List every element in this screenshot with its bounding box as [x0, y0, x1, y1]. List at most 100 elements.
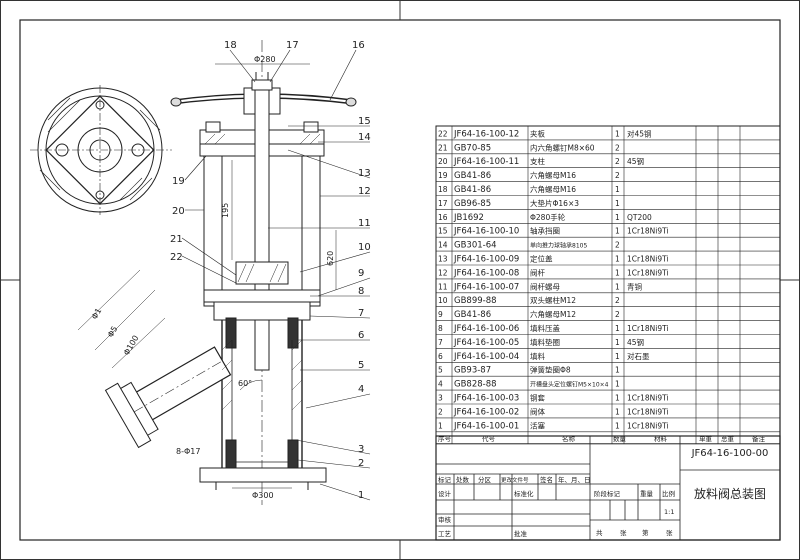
bom-cell-code: JF64-16-100-06 [453, 324, 519, 334]
bom-cell-qty: 2 [615, 143, 620, 152]
bom-header-material: 材料 [654, 434, 668, 443]
bom-cell-qty: 1 [615, 255, 620, 264]
drawing-number: JF64-16-100-00 [691, 448, 769, 459]
bom-cell-qty: 1 [615, 282, 620, 291]
bom-cell-name: Φ280手轮 [530, 212, 566, 222]
sheets-no-a: 第 [642, 528, 649, 537]
bom-cell-code: JB1692 [453, 213, 484, 223]
callout-6: 6 [358, 330, 364, 341]
callout-12: 12 [358, 186, 371, 197]
bom-cell-material: 45钢 [627, 156, 644, 166]
bom-cell-name: 弹簧垫圈Φ8 [530, 365, 571, 375]
bom-cell-name: 阀杆螺母 [530, 281, 560, 291]
bom-header-remark: 备注 [752, 434, 766, 443]
bom-cell-no: 7 [438, 338, 443, 347]
callout-15: 15 [358, 116, 371, 127]
bom-cell-qty: 1 [615, 352, 620, 361]
bom-cell-no: 4 [438, 380, 443, 389]
sheets-total-b: 张 [620, 528, 627, 537]
dim-stem-height: 195 [221, 203, 230, 218]
bom-cell-code: GB96-85 [454, 199, 491, 209]
bom-header-code: 代号 [482, 434, 496, 443]
bom-cell-no: 12 [438, 268, 448, 277]
callout-11: 11 [358, 218, 371, 229]
bom-cell-code: JF64-16-100-05 [453, 338, 519, 348]
bom-cell-no: 9 [438, 310, 443, 319]
bom-cell-qty: 1 [615, 366, 620, 375]
bom-cell-material: QT200 [627, 213, 652, 222]
bom-cell-name: 大垫片Φ16×3 [530, 198, 579, 208]
bom-cell-name: 填料 [530, 351, 545, 361]
bom-cell-code: GB899-88 [454, 296, 497, 306]
bom-cell-name: 内六角螺钉M8×60 [530, 142, 595, 152]
bom-cell-code: JF64-16-100-10 [453, 227, 519, 237]
bom-cell-no: 13 [438, 255, 448, 264]
rev-count: 处数 [456, 475, 470, 484]
callout-1: 1 [358, 490, 364, 501]
bom-header-no: 序号 [438, 434, 452, 443]
process-label: 工艺 [438, 530, 452, 538]
bom-cell-material: 1Cr18Ni9Ti [627, 394, 669, 403]
bom-cell-no: 18 [438, 185, 448, 194]
bom-cell-no: 21 [438, 143, 448, 152]
bom-cell-material: 45钢 [627, 337, 644, 347]
bom-cell-no: 8 [438, 324, 443, 333]
callout-17: 17 [286, 40, 299, 51]
callouts: 18 17 16 15 14 13 12 11 10 9 8 7 6 5 4 3… [170, 40, 371, 501]
bom-cell-qty: 1 [615, 227, 620, 236]
bom-cell-material: 1Cr18Ni9Ti [627, 407, 669, 416]
bom-header-name: 名称 [562, 434, 576, 443]
dim-bottom-left: 8-Φ17 [176, 447, 200, 456]
bom-cell-no: 22 [438, 129, 448, 138]
sheets-no-b: 张 [666, 528, 673, 537]
title-block-text: 标记 处数 分区 更改文件号 签名 年、月、日 设计 标准化 审核 工艺 批准 … [438, 475, 675, 538]
bom-cell-code: GB41-86 [454, 310, 491, 320]
bom-cell-name: 六角螺母M16 [530, 170, 576, 180]
section-view [77, 40, 357, 505]
design-label: 设计 [438, 489, 452, 498]
bom-cell-name: 阀体 [530, 406, 545, 416]
bom-cell-no: 19 [438, 171, 448, 180]
bom-cell-no: 5 [438, 366, 443, 375]
stage-mark: 阶段标记 [594, 489, 621, 498]
bom-cell-name: 填料垫圈 [530, 337, 560, 347]
callout-21: 21 [170, 234, 183, 245]
bom-header-qty: 数量 [613, 434, 627, 443]
bom-cell-name: 填料压盖 [530, 323, 560, 333]
bom-cell-code: JF64-16-100-03 [453, 394, 519, 404]
bom-cell-code: GB70-85 [454, 143, 491, 153]
callout-22: 22 [170, 252, 183, 263]
bom-cell-code: JF64-16-100-01 [453, 421, 519, 431]
bom-cell-material: 1Cr18Ni9Ti [627, 255, 669, 264]
bom-cell-no: 10 [438, 296, 448, 305]
bom-cell-qty: 2 [615, 157, 620, 166]
bom-cell-qty: 1 [615, 421, 620, 430]
callout-20: 20 [172, 206, 185, 217]
bom-cell-code: JF64-16-100-12 [453, 129, 519, 139]
dim-handwheel: Φ280 [254, 55, 276, 64]
bom-cell-no: 16 [438, 213, 448, 222]
bom-cell-code: JF64-16-100-11 [453, 157, 519, 167]
bom-cell-qty: 1 [615, 394, 620, 403]
rev-sign: 签名 [540, 475, 553, 484]
bom-header-unit: 单重 [699, 434, 713, 443]
bom-cell-qty: 1 [615, 268, 620, 277]
review-label: 审核 [438, 515, 452, 524]
bom-cell-material: 1Cr18Ni9Ti [627, 268, 669, 277]
bom-cell-name: 定位盖 [530, 254, 553, 264]
bom-cell-material: 对45钢 [627, 128, 652, 138]
bom-cell-name: 开槽盘头定位螺钉M5×10×4 [530, 381, 609, 389]
bom-cell-qty: 2 [615, 171, 620, 180]
bom-cell-material: 对石墨 [627, 351, 650, 361]
bom-cell-code: GB93-87 [454, 366, 491, 376]
callout-2: 2 [358, 458, 364, 469]
bom-cell-material: 1Cr18Ni9Ti [627, 324, 669, 333]
bom-cell-code: JF64-16-100-08 [453, 268, 519, 278]
callout-13: 13 [358, 168, 371, 179]
bom-cell-qty: 1 [615, 185, 620, 194]
rev-date: 年、月、日 [558, 475, 591, 484]
bom-cell-code: GB41-86 [454, 185, 491, 195]
callout-18: 18 [224, 40, 237, 51]
sheets-total-a: 共 [596, 528, 603, 537]
